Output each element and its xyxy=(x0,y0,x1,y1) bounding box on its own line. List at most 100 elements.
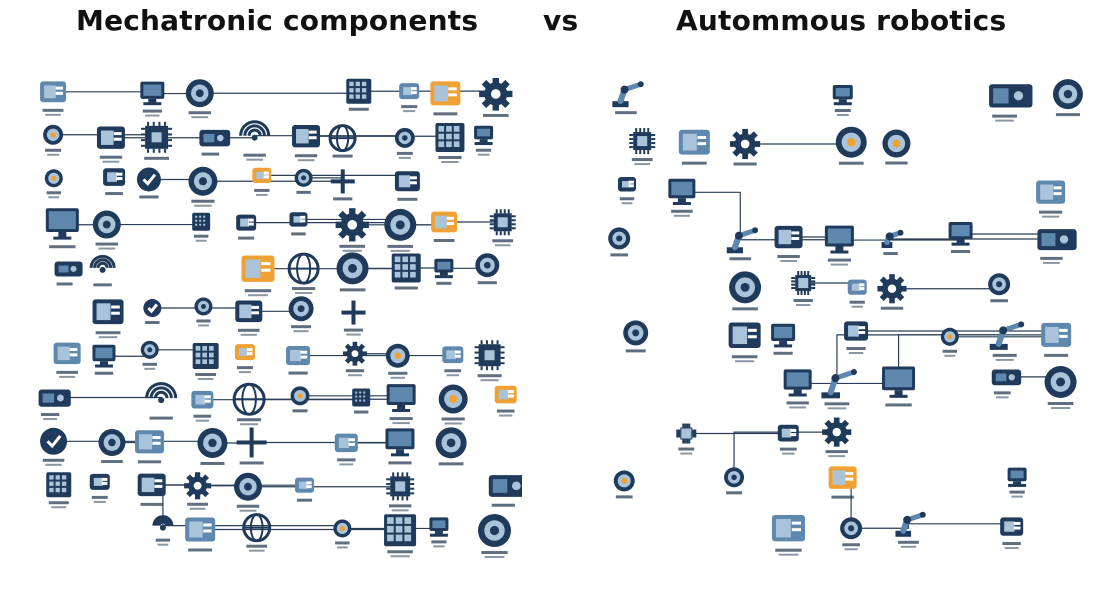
cable-icon xyxy=(431,211,458,243)
check-icon xyxy=(136,167,161,199)
keypad-icon xyxy=(192,343,219,381)
fan-icon xyxy=(438,384,468,425)
warning-icon xyxy=(613,470,635,499)
mechatronic-components-diagram xyxy=(38,78,522,558)
industrial-arm-icon xyxy=(895,511,926,548)
sensor-icon xyxy=(394,127,415,159)
warning-icon xyxy=(988,273,1011,303)
gear-icon xyxy=(342,341,367,377)
icon-layer xyxy=(608,79,1083,556)
motor-icon xyxy=(194,297,213,327)
cable-icon xyxy=(96,126,125,163)
circuit-board-icon xyxy=(199,129,231,156)
lens-icon xyxy=(1052,79,1083,117)
battery-icon xyxy=(494,385,517,417)
server-icon xyxy=(882,366,916,407)
cable-icon xyxy=(442,346,464,377)
speaker-icon xyxy=(840,517,863,551)
link-icon xyxy=(137,473,166,506)
robot-arm-icon xyxy=(821,368,857,410)
gear-icon xyxy=(877,274,907,310)
drone-icon xyxy=(771,514,805,556)
left-panel-title: Mechatronic components xyxy=(76,4,479,37)
tools-icon xyxy=(135,430,165,464)
control-unit-icon xyxy=(991,369,1022,399)
ai-badge-icon xyxy=(724,467,745,495)
battery-icon xyxy=(103,168,126,196)
globe-icon xyxy=(287,252,320,295)
monitor-icon xyxy=(45,208,79,249)
monitor-icon xyxy=(385,428,415,465)
phone-icon xyxy=(386,384,416,425)
autonomous-robotics-panel xyxy=(608,78,1088,558)
ai-badge-icon xyxy=(882,129,911,165)
processor-icon xyxy=(676,423,697,455)
fan-icon xyxy=(475,253,500,285)
building-icon xyxy=(53,342,81,378)
plug-icon xyxy=(236,214,257,240)
robot-head-icon xyxy=(191,390,214,422)
motor-icon xyxy=(98,429,126,464)
gauge-icon xyxy=(185,79,214,119)
gear-icon xyxy=(184,472,212,510)
tools-icon xyxy=(235,300,263,336)
tablet-icon xyxy=(771,323,796,355)
processor-icon xyxy=(629,128,656,166)
battery-icon xyxy=(92,299,124,339)
processor-icon xyxy=(791,271,816,307)
sensor-icon xyxy=(333,519,352,549)
drone-icon xyxy=(844,321,869,355)
lens-icon xyxy=(729,271,762,311)
phone-icon xyxy=(434,258,454,285)
gear-icon xyxy=(479,78,513,117)
camera-icon xyxy=(385,343,410,379)
plug-icon xyxy=(234,344,255,374)
globe-icon xyxy=(242,513,272,552)
plus-icon xyxy=(341,300,366,336)
building-icon xyxy=(40,81,67,116)
camera-icon xyxy=(384,208,417,252)
plug-icon xyxy=(89,473,110,503)
lens-icon xyxy=(1044,366,1077,410)
display-icon xyxy=(824,225,854,266)
gauge-icon xyxy=(92,210,121,250)
robot-head-icon xyxy=(241,255,275,297)
control-unit-icon xyxy=(1037,229,1077,264)
wifi-icon xyxy=(89,254,116,287)
cable-icon xyxy=(294,477,314,502)
keypad-icon xyxy=(346,78,372,111)
plus-icon xyxy=(330,169,355,201)
robot-arm-icon xyxy=(881,229,904,256)
fan-icon xyxy=(477,514,511,558)
autonomous-robotics-diagram xyxy=(608,79,1083,556)
warning-icon xyxy=(835,126,867,165)
gear-icon xyxy=(335,208,369,252)
ai-badge-icon xyxy=(623,320,649,353)
chip-icon xyxy=(141,121,173,160)
sensor-icon xyxy=(290,386,310,413)
gear-icon xyxy=(822,417,852,458)
drone-icon xyxy=(1036,180,1066,218)
monitor-icon xyxy=(140,81,165,117)
control-panel-icon xyxy=(435,123,465,164)
plug-icon xyxy=(399,83,420,113)
phone-icon xyxy=(429,517,449,548)
chip-icon xyxy=(489,209,516,247)
plus-icon xyxy=(236,427,267,465)
tablet-icon xyxy=(1007,467,1027,498)
gear-icon xyxy=(730,128,761,166)
circuit-board-icon xyxy=(488,475,522,507)
keypad-icon xyxy=(192,212,211,242)
control-panel-icon xyxy=(391,253,421,290)
industrial-arm-icon xyxy=(989,321,1025,361)
camera-icon xyxy=(43,124,64,156)
display-icon xyxy=(783,369,812,409)
check-icon xyxy=(143,299,162,325)
network-tree-icon xyxy=(847,279,867,308)
network-tree-icon xyxy=(777,424,799,455)
sensor-icon xyxy=(336,252,369,292)
server-icon xyxy=(832,85,853,117)
link-icon xyxy=(286,345,311,375)
mechatronic-components-panel xyxy=(38,78,522,558)
orange-camera-icon xyxy=(828,466,857,499)
